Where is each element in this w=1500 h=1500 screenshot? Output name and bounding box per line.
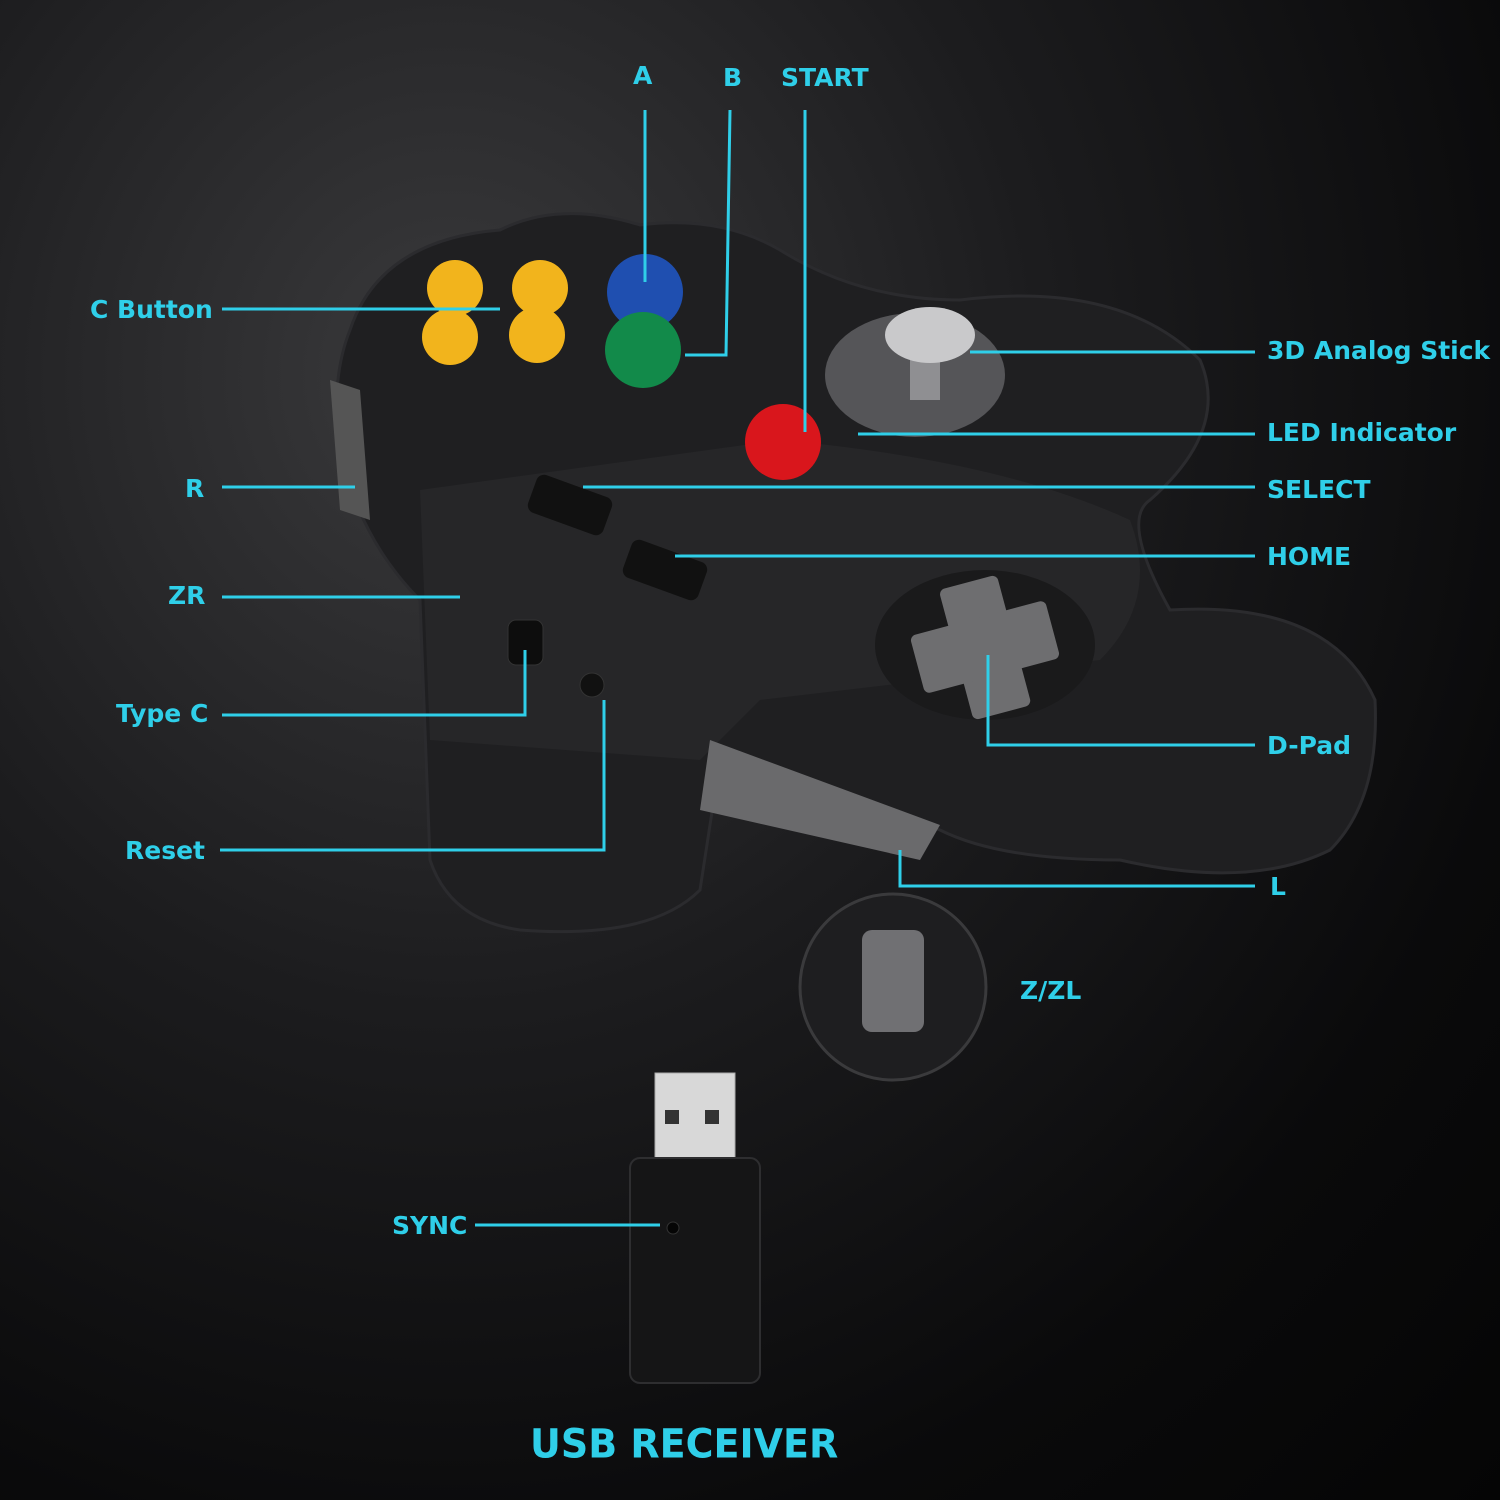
reset-hole — [579, 672, 605, 698]
label-l: L — [1270, 872, 1286, 901]
label-z-zl: Z/ZL — [1020, 976, 1082, 1005]
label-select: SELECT — [1267, 475, 1371, 504]
analog-stick — [825, 307, 1005, 437]
label-sync: SYNC — [392, 1211, 468, 1240]
label-r: R — [185, 474, 205, 503]
label-c-button: C Button — [90, 295, 213, 324]
label-usb-receiver: USB RECEIVER — [530, 1420, 839, 1468]
label-a: A — [633, 61, 653, 90]
select-button — [527, 474, 613, 536]
label-zr: ZR — [168, 581, 206, 610]
label-led: LED Indicator — [1267, 418, 1457, 447]
controller-body — [330, 212, 1377, 934]
c-up-right-button — [512, 260, 568, 316]
a-button — [607, 254, 683, 330]
home-button — [622, 539, 708, 601]
dpad — [875, 570, 1095, 720]
c-down-right-button — [509, 307, 565, 363]
label-start: START — [781, 63, 869, 92]
label-type-c: Type C — [116, 699, 209, 728]
c-down-left-button — [422, 309, 478, 365]
c-up-left-button — [427, 260, 483, 316]
usb-receiver — [629, 1072, 761, 1384]
leader-lines — [220, 109, 1255, 1227]
b-button — [605, 312, 681, 388]
c-buttons — [422, 260, 568, 365]
label-dpad: D-Pad — [1267, 731, 1352, 760]
label-b: B — [723, 63, 743, 92]
label-analog-stick: 3D Analog Stick — [1267, 336, 1491, 365]
sync-button — [666, 1221, 680, 1235]
label-home: HOME — [1267, 542, 1352, 571]
label-reset: Reset — [125, 836, 205, 865]
z-button-inset — [798, 892, 988, 1082]
start-button — [745, 404, 821, 480]
